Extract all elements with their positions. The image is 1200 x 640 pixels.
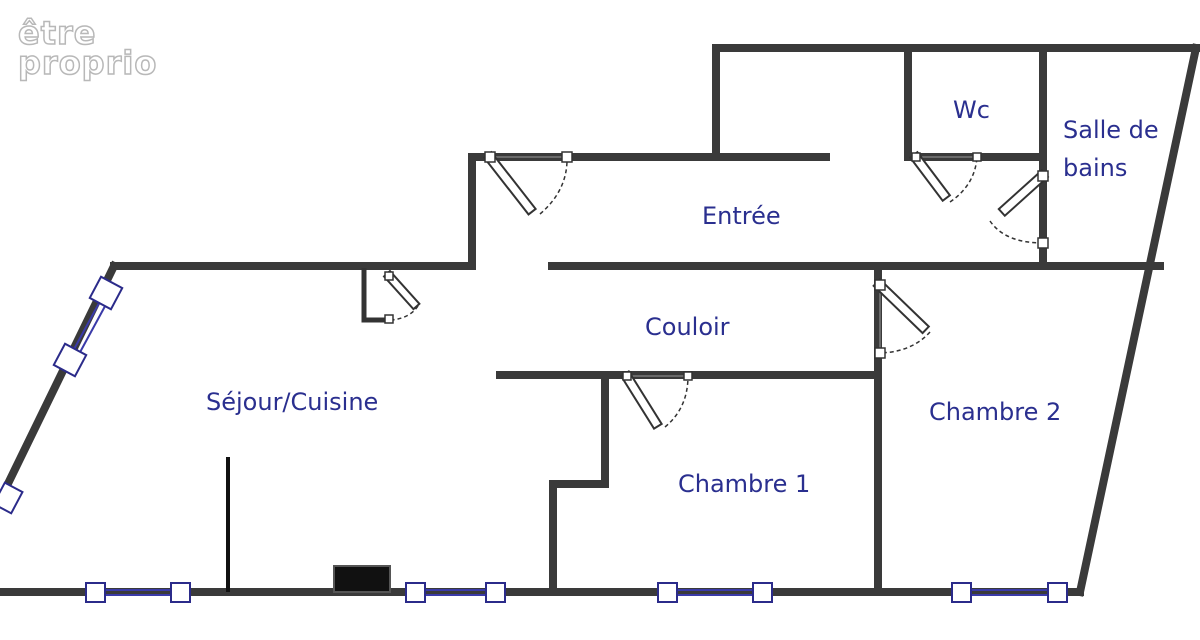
label-entree: Entrée <box>702 202 781 230</box>
label-sejour-cuisine: Séjour/Cuisine <box>206 388 378 416</box>
window-bottom-1 <box>85 582 191 603</box>
door-chambre-2[interactable] <box>872 277 931 359</box>
label-salle-de-bains-line-2: bains <box>1063 154 1127 182</box>
door-salle-de-bains[interactable] <box>989 168 1050 249</box>
window-left-wall <box>0 275 124 515</box>
label-salle-de-bains-line-1: Salle de <box>1063 116 1159 144</box>
label-chambre-1: Chambre 1 <box>678 470 810 498</box>
label-wc: Wc <box>953 96 990 124</box>
door-sejour-closet[interactable] <box>382 269 421 324</box>
door-wc[interactable] <box>908 150 982 203</box>
window-bottom-4 <box>951 582 1068 603</box>
window-bottom-3 <box>657 582 773 603</box>
logo-line-1: être <box>17 14 97 52</box>
label-chambre-2: Chambre 2 <box>929 398 1061 426</box>
outer-walls <box>0 43 1200 597</box>
door-chambre-1[interactable] <box>619 369 693 431</box>
logo-line-2: proprio <box>17 44 158 82</box>
window-bottom-2 <box>405 582 506 603</box>
radiator <box>333 565 391 593</box>
logo: être proprio <box>17 14 158 82</box>
label-couloir: Couloir <box>645 313 730 341</box>
door-entree[interactable] <box>482 150 573 216</box>
